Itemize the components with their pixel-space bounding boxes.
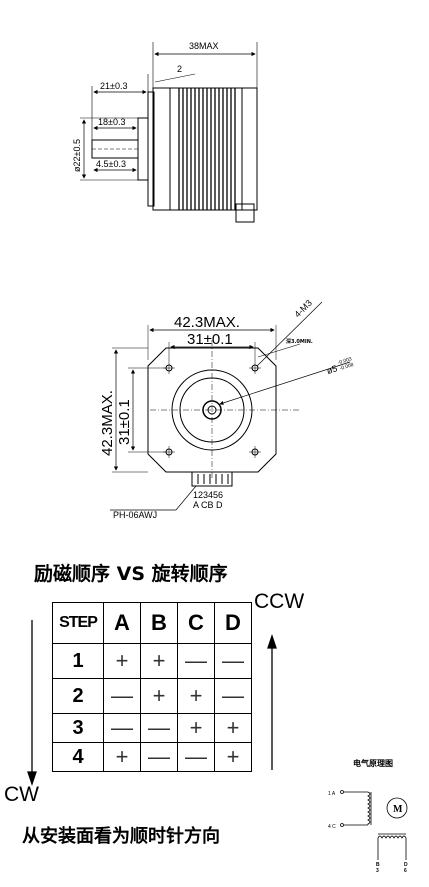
table-row: 1 + + — — bbox=[52, 643, 252, 679]
cell-b: — bbox=[140, 713, 178, 743]
connector-tab bbox=[235, 203, 255, 223]
dim-4-5: 4.5±0.3 bbox=[96, 159, 126, 169]
ph-connector bbox=[191, 471, 233, 487]
cell-c: + bbox=[177, 678, 215, 714]
step-number: 4 bbox=[52, 742, 104, 772]
cell-b: — bbox=[140, 742, 178, 772]
motor-body bbox=[152, 87, 258, 211]
direction-note: 从安装面看为顺时针方向 bbox=[22, 826, 220, 847]
coil-bd bbox=[377, 835, 407, 839]
dim-shaft-dia: ø5 bbox=[325, 363, 338, 376]
side-view bbox=[80, 42, 258, 223]
cw-label: CW bbox=[4, 783, 39, 806]
cell-b: + bbox=[140, 643, 178, 679]
dim-shaft-tol-upper: -0.003 bbox=[337, 356, 353, 366]
schematic-title: 电气原理图 bbox=[353, 758, 393, 768]
table-header-row: STEP A B C D bbox=[52, 602, 252, 644]
cell-c: — bbox=[177, 742, 215, 772]
step-number: 1 bbox=[52, 643, 104, 679]
header-step: STEP bbox=[52, 602, 104, 644]
step-number: 3 bbox=[52, 713, 104, 743]
cell-c: — bbox=[177, 643, 215, 679]
pin-numbers: 123456 bbox=[193, 490, 223, 500]
dim-18: 18±0.3 bbox=[98, 117, 125, 127]
cell-a: + bbox=[103, 643, 141, 679]
cell-b: + bbox=[140, 678, 178, 714]
dim-2: 2 bbox=[177, 64, 182, 74]
header-d: D bbox=[214, 602, 252, 644]
cell-d: — bbox=[214, 678, 252, 714]
cooling-fins bbox=[178, 88, 236, 210]
table-row: 2 — + + — bbox=[52, 678, 252, 714]
cell-d: + bbox=[214, 742, 252, 772]
pin-1a: 1 A bbox=[328, 791, 336, 797]
mounting-holes bbox=[163, 362, 261, 458]
step-number: 2 bbox=[52, 678, 104, 714]
rotation-arrows bbox=[27, 620, 277, 787]
electrical-schematic bbox=[340, 790, 408, 860]
cell-d: + bbox=[214, 713, 252, 743]
cell-a: — bbox=[103, 713, 141, 743]
dim-31-left: 31±0.1 bbox=[116, 399, 133, 445]
table-row: 4 + — — + bbox=[52, 742, 252, 772]
front-view bbox=[110, 301, 351, 511]
dim-42-3-left: 42.3MAX. bbox=[99, 390, 116, 456]
ccw-label: CCW bbox=[254, 590, 305, 613]
header-c: C bbox=[177, 602, 215, 644]
cell-a: + bbox=[103, 742, 141, 772]
pin-b-num: 3 bbox=[376, 868, 379, 874]
cell-c: + bbox=[177, 713, 215, 743]
dim-depth: 深3.0MIN. bbox=[286, 338, 313, 345]
dim-shaft-tol-lower: -0.008 bbox=[339, 362, 355, 372]
cell-a: — bbox=[103, 678, 141, 714]
pin-d-num: 6 bbox=[404, 868, 407, 874]
pin-4c: 4 C bbox=[328, 824, 336, 830]
motor-label: M bbox=[393, 804, 403, 815]
dim-shaft-diameter: ø5 -0.003 -0.008 bbox=[325, 356, 355, 376]
cell-d: — bbox=[214, 643, 252, 679]
dim-21: 21±0.3 bbox=[100, 81, 127, 91]
front-face bbox=[147, 347, 277, 473]
connector-label: PH-06AWJ bbox=[113, 510, 157, 520]
table-row: 3 — — + + bbox=[52, 713, 252, 743]
pin-letters: A CB D bbox=[193, 500, 223, 510]
coil-ac bbox=[367, 791, 371, 825]
sequence-title: 励磁顺序 VS 旋转顺序 bbox=[34, 563, 228, 585]
dim-38max: 38MAX bbox=[189, 41, 219, 51]
dim-diameter-22: ø22±0.5 bbox=[72, 139, 82, 172]
dim-31-top: 31±0.1 bbox=[187, 331, 233, 348]
dim-4-m3: 4-M3 bbox=[292, 298, 314, 320]
header-a: A bbox=[103, 602, 141, 644]
motor-symbol bbox=[386, 797, 408, 819]
pin-d: D bbox=[404, 862, 408, 868]
pin-b: B bbox=[376, 862, 380, 868]
excitation-sequence-table: STEP A B C D 1 + + — — 2 — + + — 3 — — +… bbox=[52, 602, 252, 772]
header-b: B bbox=[140, 602, 178, 644]
dim-42-3-top: 42.3MAX. bbox=[174, 314, 240, 331]
